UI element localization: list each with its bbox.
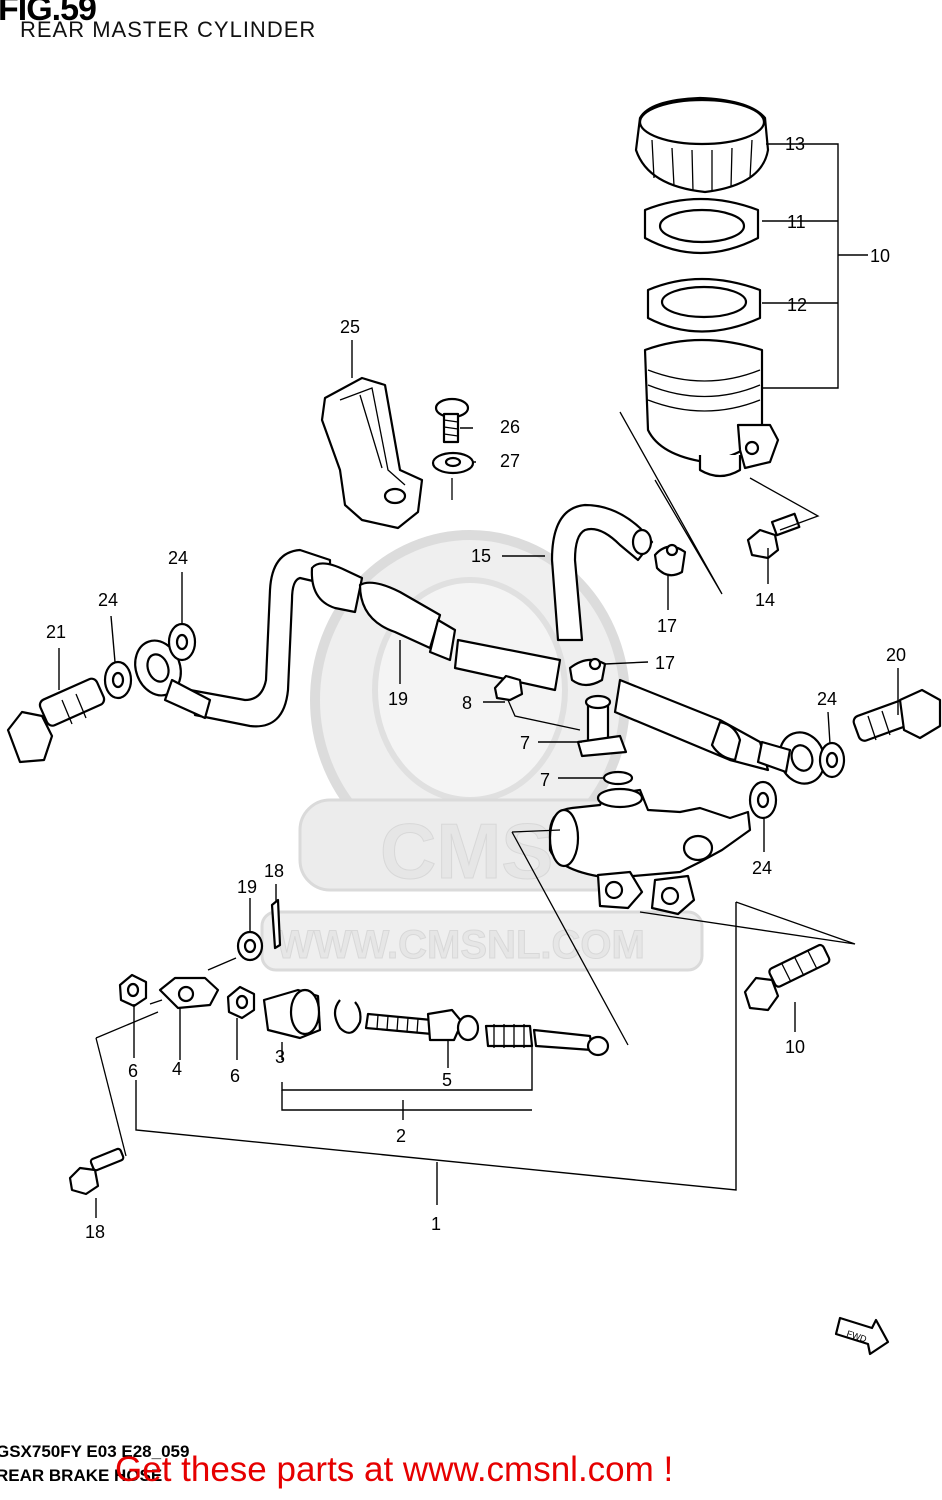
callout-21: 19 (388, 689, 408, 709)
callout-17-b: 17 (655, 653, 675, 673)
callout-16: 15 (471, 546, 491, 566)
callout-24-b: 24 (98, 590, 118, 610)
callout-25: 25 (340, 317, 360, 337)
callout-7: 7 (520, 733, 530, 753)
bracket-screw (434, 397, 470, 444)
union-bolt-right (852, 688, 942, 742)
callout-26: 26 (500, 417, 520, 437)
callout-24-c: 24 (817, 689, 837, 709)
callout-11: 10 (870, 246, 890, 266)
piston-assembly (484, 1024, 610, 1057)
connector-screw (493, 674, 581, 731)
assembly-guides (95, 411, 856, 1157)
washer-24-a (167, 622, 197, 662)
callouts: 13 11 10 12 25 26 27 15 24 14 24 17 21 2… (46, 134, 906, 1242)
callout-1: 1 (431, 1214, 441, 1234)
reservoir-hose (550, 503, 654, 642)
union-bolt-left (6, 677, 106, 764)
callout-5: 5 (442, 1070, 452, 1090)
washer-24-b (103, 660, 133, 700)
callout-17-a: 17 (657, 616, 677, 636)
callout-10: 10 (785, 1037, 805, 1057)
circlip (333, 999, 362, 1034)
brake-hose-middle (453, 638, 562, 692)
reservoir-diaphragm-plate (643, 197, 760, 255)
section-name: REAR BRAKE HOSE (0, 1466, 163, 1485)
callout-20: 18 (264, 861, 284, 881)
callout-18: 18 (85, 1222, 105, 1242)
washer-24-d (748, 780, 778, 820)
push-rod (364, 1008, 480, 1042)
washer-24-c (818, 741, 846, 779)
callout-6-a: 6 (128, 1061, 138, 1081)
callout-2: 2 (396, 1126, 406, 1146)
reservoir-cap (634, 96, 770, 194)
watermark-url: WWW.CMSNL.COM (276, 923, 645, 967)
callout-6-b: 6 (230, 1066, 240, 1086)
page-title: REAR MASTER CYLINDER (20, 17, 317, 42)
callout-24-a: 24 (168, 548, 188, 568)
nut-6-left (118, 973, 148, 1008)
reservoir-diaphragm (646, 277, 762, 333)
connector-o-ring (602, 770, 634, 786)
callout-3: 3 (275, 1047, 285, 1067)
brake-hose-right (613, 678, 770, 772)
callout-22: 20 (886, 645, 906, 665)
reservoir-body (643, 338, 780, 478)
callout-19: 19 (237, 877, 257, 897)
figure-number: FIG.59 (0, 0, 97, 28)
bracket (320, 376, 424, 530)
callout-8: 7 (540, 770, 550, 790)
callout-4: 4 (172, 1059, 182, 1079)
rod-clevis (149, 976, 220, 1010)
cylinder-mount-bolt (743, 943, 831, 1012)
callout-27: 27 (500, 451, 520, 471)
callout-14: 13 (785, 134, 805, 154)
clevis-pin (68, 1147, 125, 1196)
reservoir-mount-bolt (746, 512, 801, 560)
promo-link[interactable]: Get these parts at www.cmsnl.com ! (115, 1450, 674, 1489)
callout-12: 11 (787, 212, 806, 232)
watermark-brand: CMS (380, 807, 553, 895)
callout-24-d: 24 (752, 858, 772, 878)
callout-15: 14 (755, 590, 775, 610)
forward-direction-badge: FWD (834, 1316, 890, 1356)
bracket-washer (431, 451, 475, 475)
model-code: GSX750FY E03 E28_059 (0, 1442, 190, 1461)
callout-9: 8 (462, 693, 472, 713)
watermark: CMS WWW.CMSNL.COM (260, 530, 704, 972)
pin-washer (236, 930, 264, 962)
banjo-right (756, 731, 826, 785)
hose-connector (576, 694, 628, 758)
hose-clamp-lower (568, 657, 607, 687)
callout-23: 21 (46, 622, 66, 642)
banjo-left (134, 639, 212, 720)
callout-13: 12 (787, 295, 807, 315)
dust-boot (262, 988, 322, 1040)
master-cylinder-body (548, 787, 752, 916)
hose-clamp-upper (653, 543, 687, 577)
leader-lines (58, 143, 899, 1218)
nut-6-right (226, 985, 256, 1020)
